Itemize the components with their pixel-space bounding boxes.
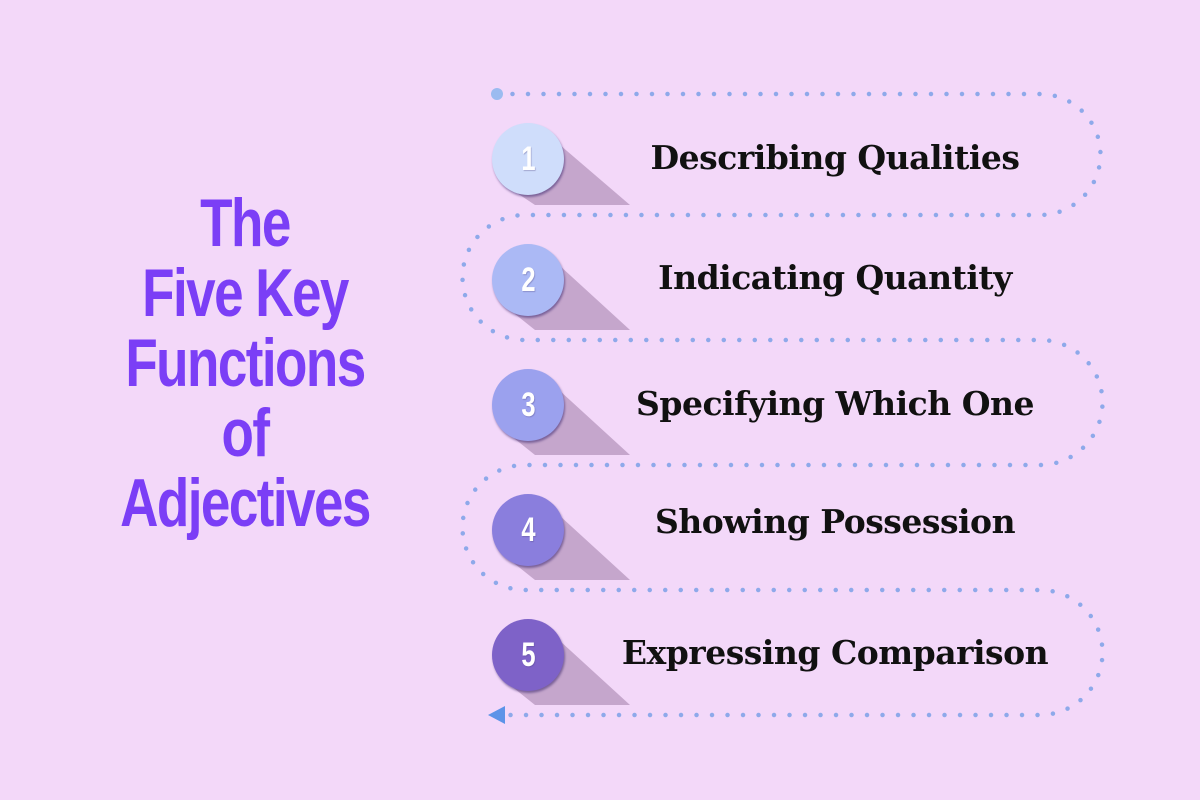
step-2-label: Indicating Quantity bbox=[658, 258, 1012, 297]
step-5-label: Expressing Comparison bbox=[621, 633, 1049, 672]
step-4-number-badge: 4 bbox=[492, 494, 564, 566]
step-5-number-badge: 5 bbox=[492, 619, 564, 691]
title-line-3: Functions bbox=[125, 325, 366, 401]
step-2: 2 Indicating Quantity bbox=[0, 0, 1200, 316]
step-3-label: Specifying Which One bbox=[636, 384, 1034, 423]
step-4-number: 4 bbox=[520, 510, 536, 549]
step-1: 1 Describing Qualities bbox=[0, 0, 1200, 195]
step-5-number: 5 bbox=[520, 635, 536, 674]
path-end-arrow-icon bbox=[488, 706, 505, 724]
path-start-dot-icon bbox=[491, 88, 503, 100]
step-3-number: 3 bbox=[520, 385, 536, 424]
step-1-number: 1 bbox=[520, 139, 536, 178]
step-3: 3 Specifying Which One bbox=[0, 0, 1200, 441]
step-4: 4 Showing Possession bbox=[0, 0, 1200, 566]
title-line-1: The bbox=[200, 185, 291, 261]
step-1-number-badge: 1 bbox=[492, 123, 564, 195]
step-1-label: Describing Qualities bbox=[650, 138, 1020, 177]
step-5: 5 Expressing Comparison bbox=[0, 0, 1200, 691]
dotted-line bbox=[460, 91, 1105, 718]
step-2-number: 2 bbox=[520, 260, 536, 299]
title-line-4: of bbox=[221, 395, 271, 471]
step-3-number-badge: 3 bbox=[492, 369, 564, 441]
infographic-title: The Five Key Functions of Adjectives bbox=[101, 188, 390, 538]
title-line-5: Adjectives bbox=[120, 465, 371, 541]
title-line-2: Five Key bbox=[142, 255, 349, 331]
step-2-number-badge: 2 bbox=[492, 244, 564, 316]
step-4-label: Showing Possession bbox=[654, 502, 1016, 541]
